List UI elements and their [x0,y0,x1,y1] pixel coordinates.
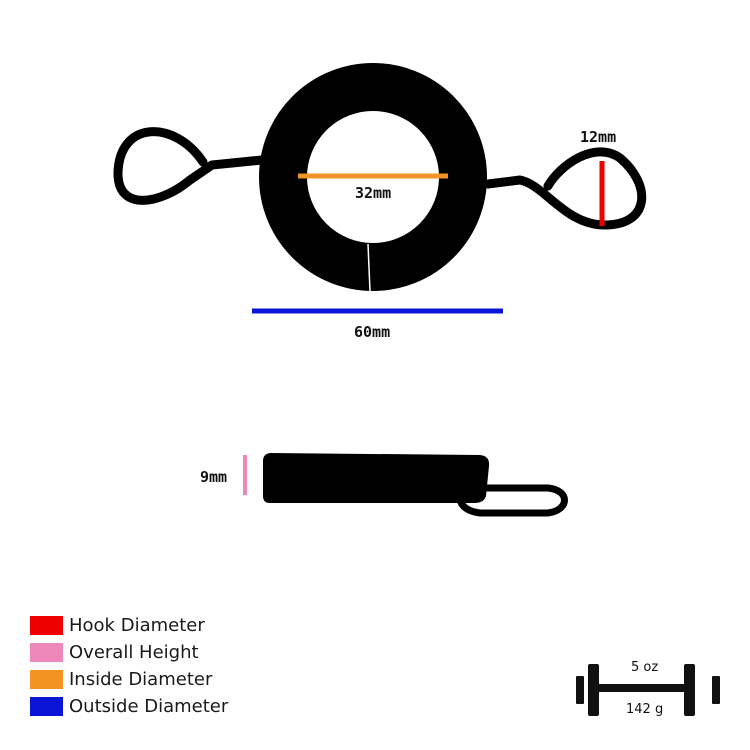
weight-grams: 142 g [626,702,664,717]
top-view [113,63,647,314]
legend-item-inside-diameter: Inside Diameter [30,666,330,693]
ring-side-view [263,453,490,503]
ring-top-view [259,63,487,291]
legend-label: Hook Diameter [69,615,205,636]
legend-swatch-pink [30,643,63,662]
dumbbell-icon [576,664,720,716]
legend-label: Outside Diameter [69,696,229,717]
side-view [243,453,568,517]
left-hook [113,127,267,205]
ring-split-gap [367,243,371,292]
legend-swatch-red [30,616,63,635]
legend-item-overall-height: Overall Height [30,639,330,666]
outside-diameter-label: 60mm [354,323,391,341]
legend-label: Inside Diameter [69,669,213,690]
right-hook [483,147,647,230]
legend-label: Overall Height [69,642,199,663]
legend-item-hook-diameter: Hook Diameter [30,612,330,639]
weight-ounces: 5 oz [631,660,659,675]
hook-diameter-label: 12mm [580,128,617,146]
overall-height-label: 9mm [200,468,228,486]
inside-diameter-label: 32mm [355,184,392,202]
legend-swatch-blue [30,697,63,716]
legend-swatch-orange [30,670,63,689]
legend: Hook Diameter Overall Height Inside Diam… [30,612,330,720]
legend-item-outside-diameter: Outside Diameter [30,693,330,720]
